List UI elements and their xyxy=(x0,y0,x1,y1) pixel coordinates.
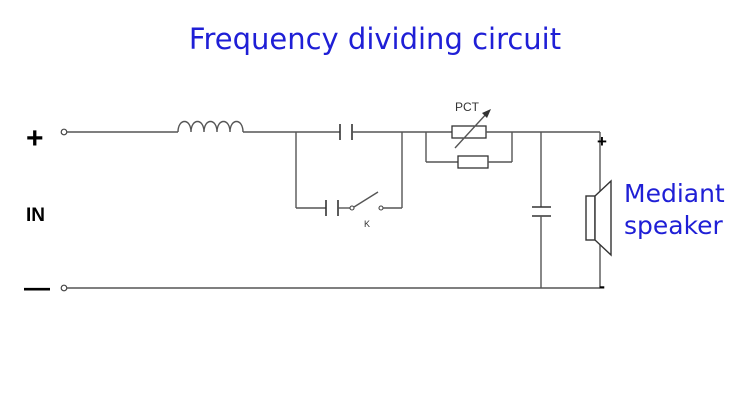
speaker-cone-icon xyxy=(594,179,612,257)
speaker-label-line2: speaker xyxy=(624,211,723,240)
pct-arrow-line xyxy=(454,111,489,149)
switch-k-label: K xyxy=(364,219,370,229)
diagram-title: Frequency dividing circuit xyxy=(188,22,562,56)
input-minus-sign: — xyxy=(24,272,50,302)
switch-contact-a xyxy=(349,205,355,211)
speaker-label-line1: Mediant xyxy=(624,179,725,208)
output-minus-sign: - xyxy=(599,276,605,296)
speaker-magnet xyxy=(585,195,596,241)
pct-arrow-head xyxy=(482,109,491,118)
output-plus-sign: + xyxy=(597,132,607,151)
pct-label: PCT xyxy=(455,100,480,114)
input-minus-terminal xyxy=(60,284,68,292)
input-plus-terminal xyxy=(60,128,68,136)
input-label: IN xyxy=(26,205,45,226)
inductor xyxy=(177,120,244,133)
switch-contact-b xyxy=(378,205,384,211)
input-plus-sign: + xyxy=(26,122,44,155)
switch-k-blade xyxy=(353,191,379,208)
speaker-label: Mediant speaker xyxy=(624,178,725,242)
resistor xyxy=(457,155,489,169)
